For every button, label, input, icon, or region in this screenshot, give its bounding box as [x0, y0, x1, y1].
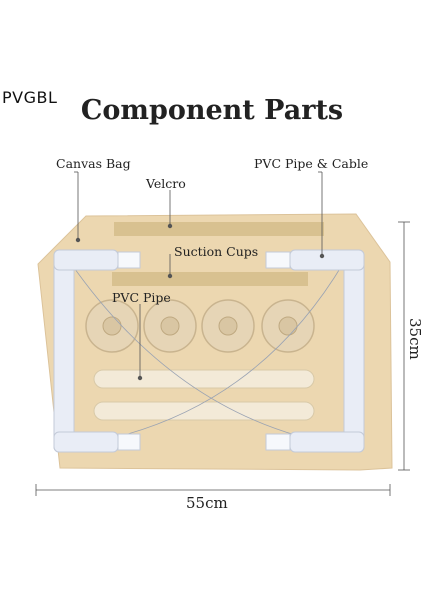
velcro-strip-middle — [112, 272, 308, 286]
label-velcro: Velcro — [146, 176, 186, 191]
dimension-lines — [35, 221, 410, 496]
dimension-height: 35cm — [406, 318, 424, 360]
label-pvc-pipe-cable: PVC Pipe & Cable — [254, 156, 369, 171]
brand-name: PVGBL — [2, 88, 58, 107]
suction-cup — [201, 299, 255, 353]
label-suction-cups: Suction Cups — [174, 244, 259, 259]
pvc-roller-bottom — [93, 401, 315, 421]
pvc-pipe-left — [53, 249, 141, 453]
label-pvc-pipe: PVC Pipe — [112, 290, 171, 305]
velcro-strip-top — [114, 222, 324, 236]
suction-cup — [143, 299, 197, 353]
pvc-roller-top — [93, 369, 315, 389]
pvc-pipe-right — [265, 249, 365, 453]
page-title: Component Parts — [80, 95, 344, 126]
suction-cup — [85, 299, 139, 353]
dimension-width: 55cm — [186, 494, 228, 512]
suction-cup — [261, 299, 315, 353]
label-canvas-bag: Canvas Bag — [56, 156, 131, 171]
leader-lines — [74, 171, 325, 381]
